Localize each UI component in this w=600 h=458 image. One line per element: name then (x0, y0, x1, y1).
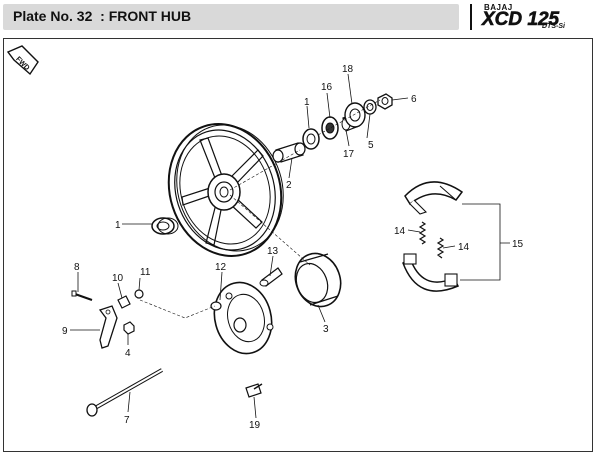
bearing-left (151, 217, 179, 235)
brand-sub: DTS-Si (542, 23, 565, 30)
header: Plate No. 32 : FRONT HUB BAJAJ XCD 125 D… (0, 0, 600, 34)
fwd-arrow-icon: FWD (6, 45, 39, 76)
callout-8: 8 (74, 262, 80, 273)
nut-6 (377, 93, 393, 110)
brand-maker: BAJAJ (484, 3, 513, 12)
callout-12: 12 (215, 262, 227, 273)
callout-2: 2 (286, 180, 292, 191)
spacer-tube (272, 142, 306, 163)
plate-title: Plate No. 32 : FRONT HUB (13, 8, 192, 24)
callout-16: 16 (321, 82, 333, 93)
callout-18: 18 (342, 64, 354, 75)
wheel (167, 123, 284, 257)
spring-14a (418, 221, 427, 245)
washer-5 (363, 99, 377, 115)
callout-5: 5 (368, 140, 374, 151)
brake-panel-12 (210, 281, 274, 355)
callout-17: 17 (343, 149, 355, 160)
washer-10 (117, 295, 131, 309)
brake-arm-9 (98, 305, 118, 349)
diagram-frame (3, 38, 593, 452)
bearing-16 (321, 116, 339, 140)
callout-6: 6 (411, 94, 417, 105)
callout-1b: 1 (304, 97, 310, 108)
spacer-18 (344, 102, 366, 128)
callout-14b: 14 (458, 242, 470, 253)
nut-4 (123, 321, 135, 335)
callout-7: 7 (124, 415, 130, 426)
title-bar: Plate No. 32 : FRONT HUB (3, 4, 459, 30)
bolt-19 (245, 383, 263, 398)
brake-cam-13 (259, 267, 283, 287)
ring-11 (134, 289, 144, 299)
brand-model: XCD 125 (481, 9, 560, 29)
bolt-8 (71, 290, 93, 301)
callout-9: 9 (62, 326, 68, 337)
callout-14a: 14 (394, 226, 406, 237)
spring-14b (436, 237, 445, 259)
callout-19: 19 (249, 420, 261, 431)
callout-11: 11 (140, 267, 151, 278)
brand-model-logo: XCD 125 (481, 9, 560, 29)
axle-7 (86, 368, 163, 417)
callout-13: 13 (267, 246, 279, 257)
leader-lines (70, 73, 456, 419)
brake-drum-3 (294, 252, 342, 308)
callout-3: 3 (323, 324, 329, 335)
bearing-upper (302, 128, 320, 150)
brake-shoes-15 (402, 181, 464, 292)
callout-10: 10 (112, 273, 124, 284)
brand-divider (470, 4, 472, 30)
brand-logo: BAJAJ XCD 125 DTS-Si (478, 3, 590, 33)
callout-15: 15 (512, 239, 524, 250)
callout-1a: 1 (115, 220, 121, 231)
callout-4: 4 (125, 348, 131, 359)
